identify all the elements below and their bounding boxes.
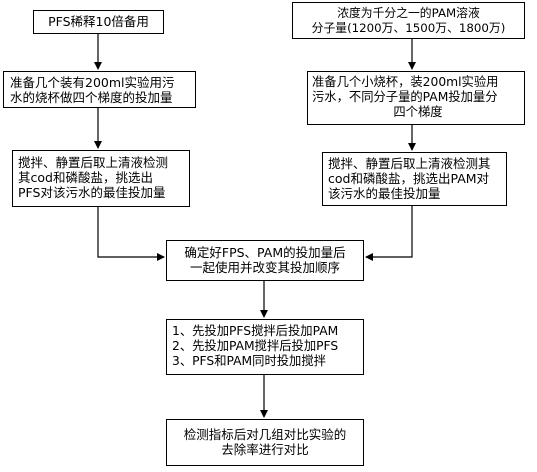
dosing-order-box: 1、先投加PFS搅拌后投加PAM 2、先投加PAM搅拌后投加PFS 3、PFS和…	[166, 319, 364, 375]
merge-dosage-box: 确定好FPS、PAM的投加量后 一起使用并改变其投加顺序	[166, 240, 364, 281]
pfs-dilution-box: PFS稀释10倍备用	[33, 10, 164, 34]
arrow-left-measure-to-merge	[97, 207, 165, 261]
dosing-order-1: 1、先投加PFS搅拌后投加PAM	[172, 324, 339, 338]
dosing-order-2: 2、先投加PAM搅拌后投加PFS	[172, 339, 339, 353]
final-comparison-line-2: 去除率进行对比	[221, 442, 309, 457]
pam-solution-line-1: 浓度为千分之一的PAM溶液	[337, 6, 480, 20]
pfs-measure-box: 搅拌、静置后取上清液检测 其cod和磷酸盐，挑选出 PFS对该污水的最佳投加量	[12, 150, 190, 207]
pam-measure-line-3: 该污水的最佳投加量	[328, 186, 441, 201]
pfs-measure-line-2: 其cod和磷酸盐，挑选出	[18, 170, 153, 185]
pfs-prepare-line-2: 水的烧杯做四个梯度的投加量	[10, 90, 173, 105]
pam-measure-line-2: cod和磷酸盐，挑选出PAM对	[328, 171, 490, 186]
pfs-prepare-line-1: 准备几个装有200ml实验用污	[10, 75, 175, 90]
pam-measure-line-1: 搅拌、静置后取上清液检测其	[328, 156, 491, 171]
merge-dosage-line-2: 一起使用并改变其投加顺序	[189, 260, 340, 275]
pfs-prepare-box: 准备几个装有200ml实验用污 水的烧杯做四个梯度的投加量	[3, 71, 196, 108]
pfs-dilution-label: PFS稀释10倍备用	[48, 14, 149, 29]
pam-prepare-box: 准备几个小烧杯，装200ml实验用 污水，不同分子量的PAM投加量分 四个梯度	[307, 71, 525, 125]
dosing-order-3: 3、PFS和PAM同时投加搅拌	[172, 354, 326, 368]
merge-dosage-line-1: 确定好FPS、PAM的投加量后	[184, 245, 346, 260]
pam-solution-line-2: 分子量(1200万、1500万、1800万)	[311, 21, 506, 35]
final-comparison-line-1: 检测指标后对几组对比实验的	[183, 427, 347, 442]
arrow-right-measure-to-merge	[365, 206, 413, 261]
final-comparison-box: 检测指标后对几组对比实验的 去除率进行对比	[166, 419, 364, 466]
pfs-measure-line-1: 搅拌、静置后取上清液检测	[18, 155, 169, 170]
pam-solution-box: 浓度为千分之一的PAM溶液 分子量(1200万、1500万、1800万)	[292, 2, 525, 39]
pam-measure-box: 搅拌、静置后取上清液检测其 cod和磷酸盐，挑选出PAM对 该污水的最佳投加量	[322, 152, 507, 206]
pfs-measure-line-3: PFS对该污水的最佳投加量	[18, 185, 166, 200]
pam-prepare-line-2: 污水，不同分子量的PAM投加量分	[312, 90, 498, 104]
pam-prepare-line-3: 四个梯度	[393, 105, 443, 119]
pam-prepare-line-1: 准备几个小烧杯，装200ml实验用	[312, 75, 499, 89]
